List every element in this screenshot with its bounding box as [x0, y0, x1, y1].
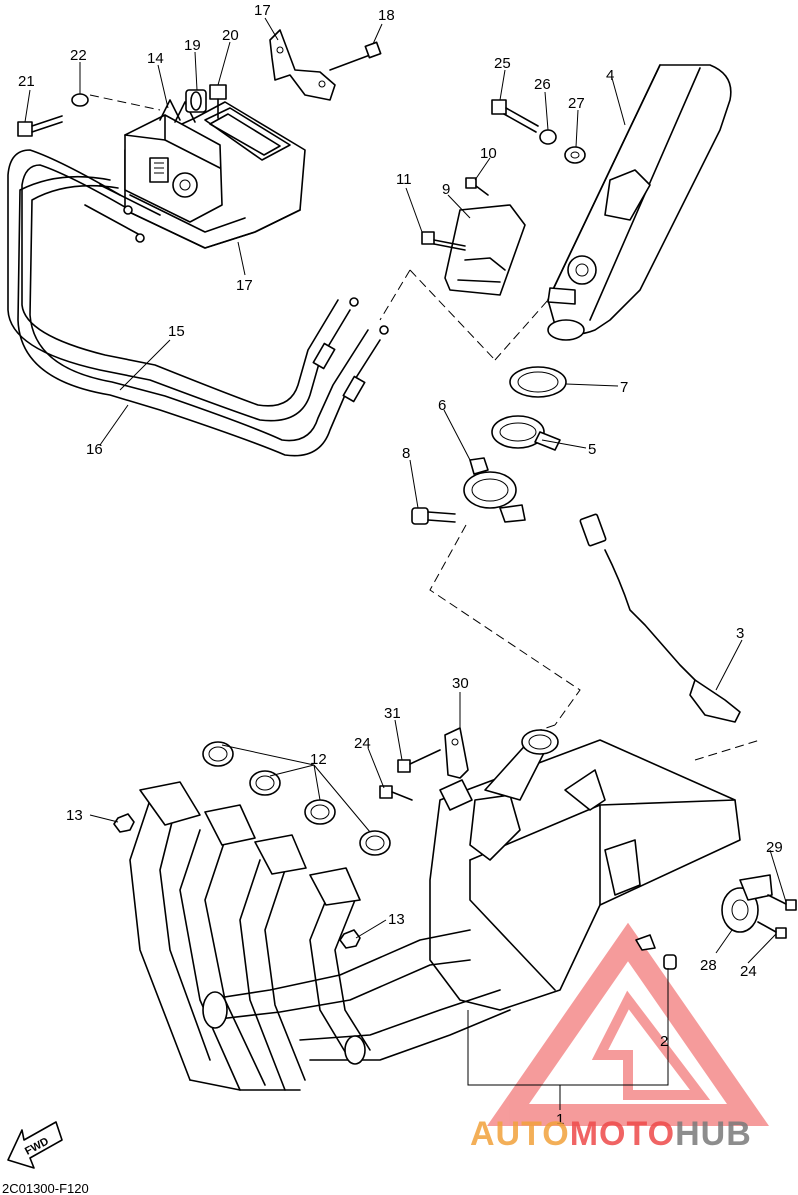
part-label: 24	[740, 963, 757, 980]
leader-lines	[24, 17, 787, 1110]
part-label: 22	[70, 47, 87, 64]
part-label: 9	[442, 181, 450, 198]
part-label: 21	[18, 73, 35, 90]
part-label: 6	[438, 397, 446, 414]
exhaust-header-assembly	[113, 724, 797, 1091]
part-label: 26	[534, 76, 551, 93]
part-label: 18	[378, 7, 395, 24]
part-label: 8	[402, 445, 410, 462]
part-label: 2	[660, 1033, 668, 1050]
part-label: 30	[452, 675, 469, 692]
part-label: 16	[86, 441, 103, 458]
fwd-arrow-icon: FWD	[7, 1121, 63, 1169]
part-label: 24	[354, 735, 371, 752]
part-label: 7	[620, 379, 628, 396]
watermark-part-3: HUB	[675, 1115, 752, 1153]
part-label: 3	[736, 625, 744, 642]
relay-bracket-assembly	[7, 29, 389, 457]
part-label: 29	[766, 839, 783, 856]
drawing-code: 2C01300-F120	[2, 1181, 89, 1195]
watermark-logo-icon	[486, 922, 770, 1126]
part-label: 1	[556, 1111, 564, 1128]
watermark-text: AUTOMOTOHUB	[470, 1115, 752, 1153]
part-label: 15	[168, 323, 185, 340]
part-label: 11	[396, 171, 412, 188]
part-label: 19	[184, 37, 201, 54]
watermark-part-2: MOTO	[570, 1115, 675, 1153]
part-number-labels: 17 18 19 20 21 22 14 17 15 16 25 26 27 4…	[18, 2, 783, 1128]
part-label: 25	[494, 55, 511, 72]
part-label: 31	[384, 705, 401, 722]
svg-text:AUTOMOTOHUB: AUTOMOTOHUB	[470, 1115, 752, 1153]
part-label: 17	[254, 2, 271, 19]
part-label: 10	[480, 145, 497, 162]
part-label: 13	[388, 911, 405, 928]
part-label: 13	[66, 807, 83, 824]
part-label: 5	[588, 441, 596, 458]
part-label: 12	[310, 751, 327, 768]
watermark-part-1: AUTO	[470, 1115, 570, 1153]
part-label: 14	[147, 50, 164, 67]
part-label: 17	[236, 277, 253, 294]
part-label: 20	[222, 27, 239, 44]
muffler-assembly	[379, 64, 761, 761]
part-label: 4	[606, 67, 614, 84]
part-label: 27	[568, 95, 585, 112]
part-label: 28	[700, 957, 717, 974]
